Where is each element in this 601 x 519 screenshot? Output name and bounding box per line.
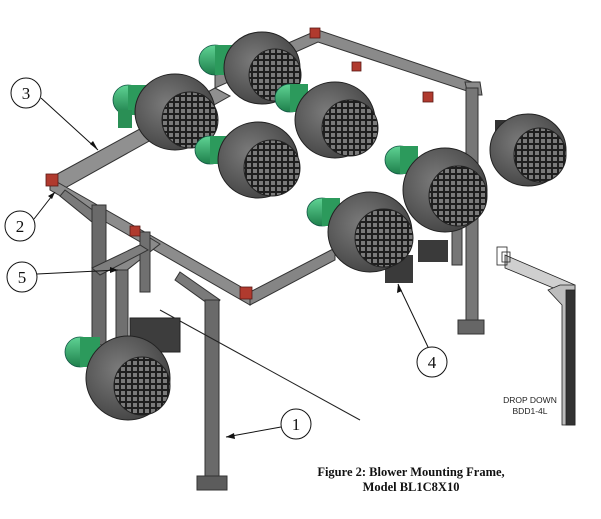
floor-reference-line bbox=[159, 309, 361, 421]
clamp-icon bbox=[45, 173, 59, 187]
frame-front-beam-right bbox=[249, 247, 336, 306]
frame-leg-mid bbox=[139, 231, 151, 293]
blower-unit bbox=[306, 191, 414, 283]
callout-1-label: 1 bbox=[292, 415, 301, 434]
blower-unit bbox=[384, 145, 488, 262]
clamp-icon bbox=[309, 27, 321, 39]
clamp-icon bbox=[239, 286, 253, 300]
clamps bbox=[45, 27, 434, 300]
clamp-icon bbox=[422, 91, 434, 103]
blower-unit bbox=[489, 113, 567, 187]
figure-caption-title: Figure 2: Blower Mounting Frame, bbox=[317, 465, 505, 479]
callout-2: 2 bbox=[4, 191, 56, 242]
callout-1: 1 bbox=[225, 408, 312, 440]
callout-5-label: 5 bbox=[18, 268, 27, 287]
blower-unit bbox=[112, 73, 219, 151]
callout-4: 4 bbox=[397, 283, 448, 378]
drop-down-title: DROP DOWN bbox=[503, 395, 557, 405]
frame-leg-left-front bbox=[91, 204, 107, 346]
clamp-icon bbox=[351, 61, 362, 72]
frame-foot-right-back bbox=[457, 319, 485, 335]
drop-down-bracket bbox=[496, 246, 576, 426]
blower-unit bbox=[194, 121, 301, 199]
drop-down-label: DROP DOWN BDD1-4L bbox=[485, 395, 575, 417]
drop-down-model: BDD1-4L bbox=[512, 406, 548, 416]
blower-unit bbox=[64, 317, 181, 421]
clamp-icon bbox=[129, 225, 141, 237]
blower-unit bbox=[198, 31, 302, 105]
callout-5: 5 bbox=[6, 261, 119, 293]
frame-foot-front-center bbox=[196, 475, 228, 491]
callout-3-label: 3 bbox=[22, 84, 31, 103]
figure-caption-model: Model BL1C8X10 bbox=[362, 480, 460, 494]
callout-3: 3 bbox=[10, 77, 99, 151]
callout-2-label: 2 bbox=[16, 217, 25, 236]
frame-bottom-rail bbox=[91, 244, 150, 276]
figure-caption: Figure 2: Blower Mounting Frame, Model B… bbox=[296, 465, 526, 495]
callout-4-label: 4 bbox=[428, 353, 437, 372]
blower-unit bbox=[274, 81, 379, 159]
frame-leg-front-center bbox=[204, 299, 220, 481]
